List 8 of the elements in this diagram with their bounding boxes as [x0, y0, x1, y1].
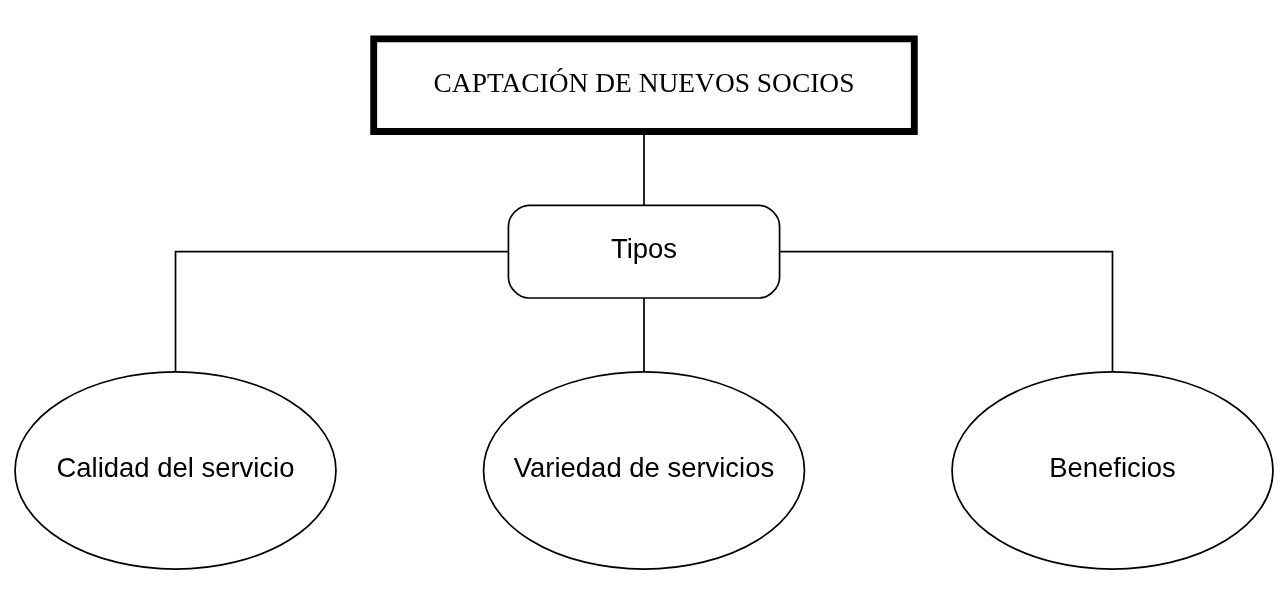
- node-ellipse: Calidad del servicio: [14, 370, 337, 570]
- node-box: Tipos: [507, 203, 781, 299]
- connector: [643, 296, 645, 372]
- connector: [174, 250, 509, 372]
- node-box: CAPTACIÓN DE NUEVOS SOCIOS: [370, 34, 918, 135]
- connector: [779, 250, 1114, 372]
- node-ellipse: Beneficios: [951, 370, 1274, 570]
- node-ellipse: Variedad de servicios: [482, 370, 806, 570]
